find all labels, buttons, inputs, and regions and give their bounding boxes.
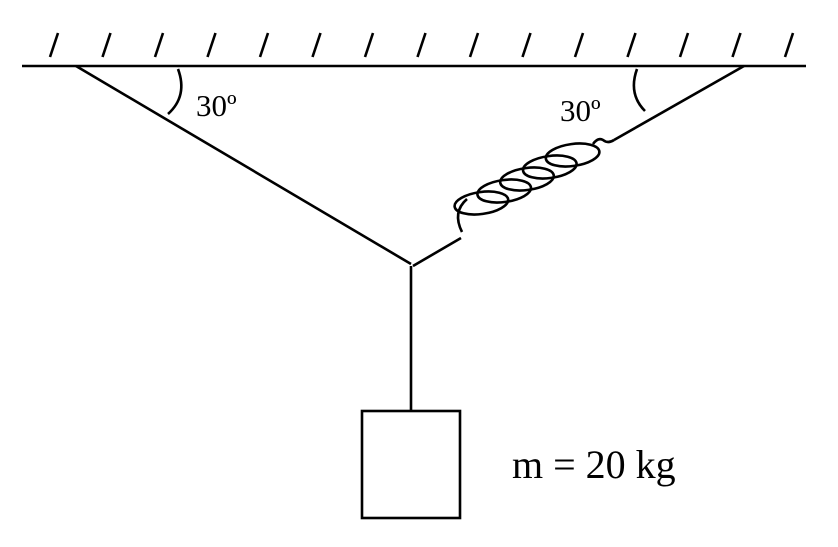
ceiling-hatch-mark: [678, 32, 690, 58]
ceiling-hatch-mark: [731, 32, 742, 58]
ceiling-hatch-mark: [416, 32, 427, 58]
spring-coil: [498, 166, 556, 192]
left-rope: [75, 64, 412, 266]
ceiling-hatch-mark: [573, 32, 585, 58]
mass-block: [360, 409, 462, 520]
spring-coil: [453, 190, 510, 216]
spring: [453, 137, 615, 233]
spring-upper-lead: [591, 137, 615, 145]
left-angle-arc: [167, 68, 183, 115]
right-angle-arc: [632, 68, 646, 112]
left-angle-label: 30º: [196, 88, 237, 123]
ceiling-hatch-mark: [153, 32, 165, 58]
spring-lower-lead: [456, 198, 468, 233]
right-upper-wire: [613, 64, 745, 142]
ceiling-hatch-mark: [101, 32, 112, 58]
ceiling-hatching: [48, 32, 795, 58]
ceiling-hatch-mark: [468, 32, 480, 58]
ceiling-hatch-mark: [206, 32, 217, 58]
right-angle-label: 30º: [560, 93, 601, 128]
mass-label: m = 20 kg: [512, 442, 676, 487]
ceiling-hatch-mark: [311, 32, 322, 58]
ceiling-hatch-mark: [783, 32, 795, 58]
spring-coil: [544, 142, 601, 168]
right-lower-wire: [412, 236, 462, 268]
spring-coils: [453, 142, 601, 216]
spring-coil: [521, 154, 578, 180]
ceiling: [22, 32, 806, 68]
ceiling-hatch-mark: [626, 32, 637, 58]
ceiling-hatch-mark: [363, 32, 375, 58]
ceiling-hatch-mark: [521, 32, 532, 58]
ceiling-hatch-mark: [258, 32, 270, 58]
ceiling-hatch-mark: [48, 32, 60, 58]
spring-coil: [476, 178, 533, 204]
